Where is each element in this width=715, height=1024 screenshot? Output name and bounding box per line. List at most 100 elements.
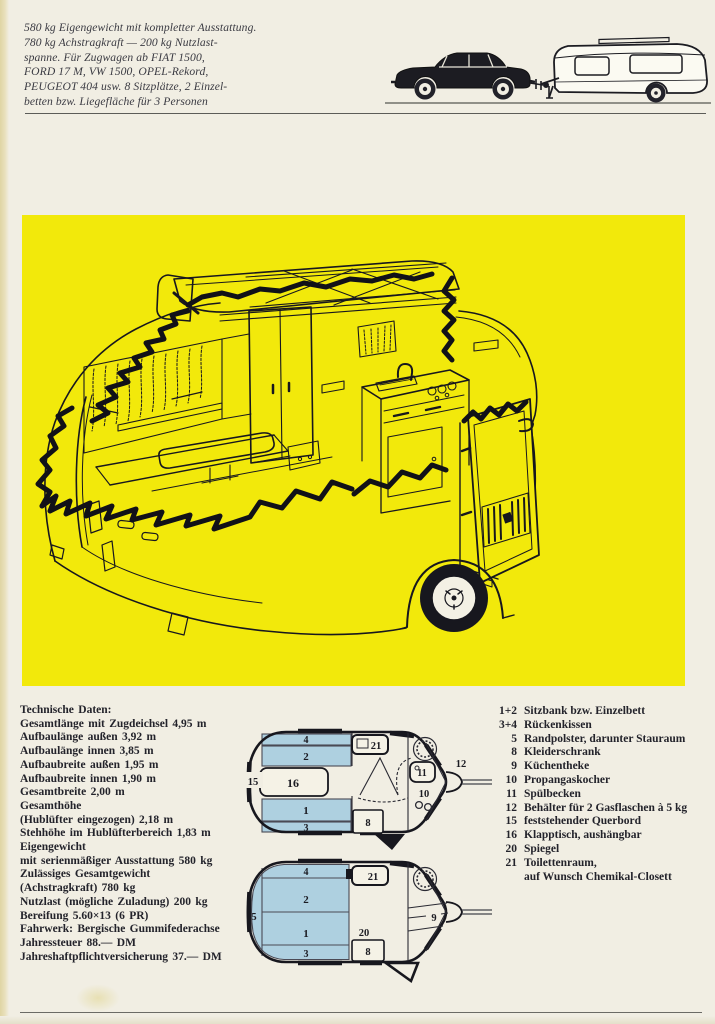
plan-night-label-20: 20 (359, 928, 370, 939)
tech-line: Gesamthöhe (20, 799, 82, 812)
tech-line: (Achstragkraft) 780 kg (20, 882, 136, 895)
plan-day-label-12: 12 (456, 759, 467, 770)
plan-day-label-4: 4 (304, 735, 309, 746)
tech-line: Aufbaulänge innen 3,85 m (20, 745, 154, 758)
intro-line: betten bzw. Liegefläche für 3 Personen (24, 94, 208, 108)
technical-data-title: Technische Daten: (20, 704, 112, 716)
intro-line: PEUGEOT 404 usw. 8 Sitzplätze, 2 Einzel- (24, 80, 228, 94)
intro-line: 580 kg Eigengewicht mit kompletter Ausst… (24, 21, 257, 34)
entry-door-open (459, 398, 540, 588)
drawbar-cowl-day (445, 771, 463, 793)
legend-row: 9 Küchentheke (489, 760, 715, 774)
tech-line: Aufbaubreite innen 1,90 m (20, 772, 156, 785)
legend-num: 10 (505, 773, 518, 786)
body-details (49, 500, 189, 636)
legend-row: 16 Klapptisch, aushängbar (489, 829, 715, 843)
door-vent-grille (481, 492, 531, 548)
floorplans-illustration: 15 4 2 16 1 3 21 11 12 10 8 (243, 728, 492, 984)
plan-night-label-21: 21 (368, 872, 379, 883)
legend-num: 16 (505, 829, 518, 842)
wheel (399, 559, 515, 632)
folding-table (158, 432, 275, 469)
tech-line: Jahressteuer 88.— DM (20, 936, 136, 949)
legend-text: Randpolster, darunter Stauraum (524, 732, 686, 745)
toilet-room-21-day (351, 734, 389, 755)
tech-line: Jahreshaftpflichtversicherung 37.— DM (20, 950, 222, 963)
legend-text: Rückenkissen (524, 718, 592, 731)
intro-line: spanne. Für Zugwagen ab FIAT 1500, (24, 50, 205, 64)
page-left-edge (0, 0, 9, 1024)
plan-night-label-8: 8 (365, 947, 370, 958)
footer-divider-rule (20, 1012, 702, 1013)
wardrobe-cabinet (221, 306, 345, 464)
plan-night-label-3: 3 (304, 949, 309, 960)
label-bg-15 (243, 772, 263, 788)
plan-night-label-5: 5 (251, 912, 256, 923)
legend-row: auf Wunsch Chemikal-Closett (489, 871, 715, 885)
legend-text: Küchentheke (524, 760, 590, 773)
tech-line: Eigengewicht (20, 841, 86, 854)
drawbar-day (462, 779, 492, 785)
tech-line: Zulässiges Gesamtgewicht (20, 868, 151, 881)
legend-text: Propangaskocher (524, 773, 611, 786)
pop-top-roof (156, 260, 460, 322)
legend-num (489, 871, 517, 885)
plan-day-label-10: 10 (419, 789, 430, 800)
legend-text: Spiegel (524, 842, 560, 855)
window-and-curtains-left (83, 338, 223, 454)
legend-text: Sitzbank bzw. Einzelbett (524, 705, 646, 717)
kitchen-unit (361, 363, 470, 514)
plan-day-label-3: 3 (304, 823, 309, 834)
open-door-night (381, 961, 420, 984)
door-handle (518, 418, 534, 433)
legend-row: 1+2 Sitzbank bzw. Einzelbett (489, 705, 715, 719)
sedan-car-icon (391, 52, 536, 100)
car-and-caravan-illustration (385, 36, 711, 104)
plan-day-label-16: 16 (287, 776, 299, 790)
intro-line: 780 kg Achstragkraft — 200 kg Nutzlast- (24, 35, 218, 49)
plan-day-label-15: 15 (248, 777, 259, 788)
tech-line: Gesamtlänge mit Zugdeichsel 4,95 m (20, 717, 207, 730)
wardrobe-8-day (352, 809, 384, 834)
plan-day-label-1: 1 (303, 805, 309, 817)
legend-num: 8 (511, 746, 517, 759)
sink-11-day (409, 761, 436, 783)
legend-text: Klapptisch, aushängbar (524, 829, 642, 842)
tech-line: Nutzlast (mögliche Zuladung) 200 kg (20, 895, 208, 908)
intro-line: FORD 17 M, VW 1500, OPEL-Rekord, (24, 65, 209, 79)
legend-text: Behälter für 2 Gasflaschen à 5 kg (524, 801, 688, 814)
intro-text-block: 580 kg Eigengewicht mit kompletter Ausst… (24, 21, 324, 110)
tech-line: mit serienmäßiger Ausstattung 580 kg (20, 854, 213, 867)
plan-night-label-2: 2 (303, 894, 309, 906)
plan-day-label-8: 8 (365, 818, 370, 829)
dinette-bench-and-table (95, 432, 333, 492)
legend-num: 9 (511, 760, 517, 773)
plan-night-label-9: 9 (431, 913, 436, 924)
floorplan-day: 15 4 2 16 1 3 21 11 12 10 8 (243, 728, 492, 850)
plan-day-label-21: 21 (371, 741, 382, 752)
yellow-panel (22, 215, 685, 686)
legend-num: 15 (505, 815, 518, 828)
toilet-night (412, 866, 438, 892)
tech-line: Aufbaulänge außen 3,92 m (20, 731, 157, 744)
tech-line: (Hublüfter eingezogen) 2,18 m (20, 813, 174, 826)
toilet-day (412, 736, 438, 762)
legend-row: 10 Propangaskocher (489, 774, 715, 788)
window-and-curtain-right (357, 320, 397, 358)
caravan-cutaway-illustration (35, 260, 540, 636)
tech-line: Aufbaubreite außen 1,95 m (20, 758, 159, 771)
sink-faucet (396, 363, 414, 381)
open-door-day (374, 834, 405, 850)
tech-line: Stehhöhe im Hublüfterbereich 1,83 m (20, 827, 211, 840)
technical-data-block: Technische Daten: Gesamtlänge mit Zugdei… (20, 704, 256, 964)
legend-num: 1+2 (498, 705, 517, 717)
wardrobe-8-night (351, 939, 385, 962)
